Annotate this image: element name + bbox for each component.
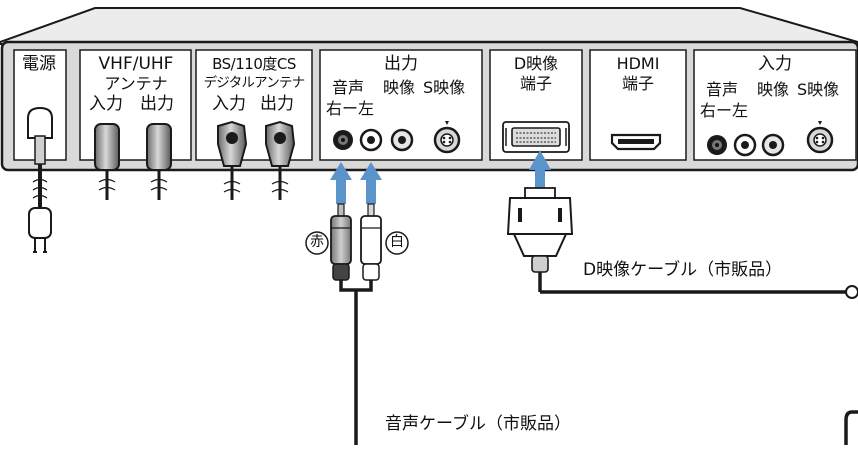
- d-video-cable-label: D映像ケーブル（市販品）: [583, 260, 783, 280]
- output-right-left-label: 右ー左: [326, 99, 375, 118]
- input-jacks: [707, 121, 834, 157]
- output-jacks: [333, 121, 461, 154]
- vhf-out-connector-icon: [146, 123, 172, 200]
- audio-in-right-jack-icon: [707, 135, 727, 155]
- bs-out-connector-icon: [265, 120, 296, 200]
- power-plug-icon: [28, 207, 52, 239]
- output-section-title: 出力: [384, 54, 418, 74]
- bs-cs-label: BS/110度CS: [212, 55, 296, 73]
- input-right-left-label: 右ー左: [700, 101, 749, 120]
- s-video-out-jack-icon: [433, 121, 461, 154]
- audio-out-left-jack-icon: [359, 128, 383, 152]
- digital-antenna-label: デジタルアンテナ: [203, 75, 306, 91]
- bs-cs-connectors: [217, 120, 296, 200]
- audio-out-right-jack-icon: [333, 130, 353, 150]
- bs-in-connector-icon: [217, 120, 248, 200]
- bs-out-label: 出力: [260, 94, 294, 114]
- vhf-uhf-connectors: [94, 123, 172, 200]
- video-in-jack-icon: [761, 133, 785, 157]
- right-edge-cable: [844, 410, 858, 445]
- rca-plug-white-icon: [360, 203, 382, 281]
- bs-in-label: 入力: [212, 94, 246, 114]
- vhf-in-connector-icon: [94, 123, 120, 200]
- d-video-terminal-label: 端子: [519, 74, 553, 93]
- power-cord: [27, 106, 53, 253]
- antenna-label: アンテナ: [104, 74, 168, 93]
- d-video-label: D映像: [513, 54, 559, 73]
- s-video-in-jack-icon: [806, 121, 834, 154]
- audio-cable: [339, 280, 373, 445]
- audio-in-left-jack-icon: [733, 133, 757, 157]
- input-s-video-label: S映像: [797, 80, 840, 99]
- circle-markers: [305, 231, 409, 255]
- hdmi-label: HDMI: [616, 54, 660, 73]
- output-s-video-label: S映像: [423, 78, 466, 97]
- d-video-plug-icon: [506, 187, 858, 299]
- arrow-up-icon: [529, 150, 551, 188]
- arrow-up-icon: [330, 162, 352, 204]
- connection-arrows: [330, 150, 551, 204]
- output-video-label: 映像: [383, 78, 416, 97]
- vhf-uhf-label: VHF/UHF: [98, 54, 174, 74]
- power-label: 電源: [22, 54, 56, 74]
- input-section-title: 入力: [758, 54, 792, 74]
- vhf-out-label: 出力: [140, 94, 174, 114]
- hdmi-terminal-label: 端子: [621, 74, 655, 93]
- vhf-in-label: 入力: [89, 94, 123, 114]
- video-out-jack-icon: [390, 128, 414, 152]
- output-audio-label: 音声: [332, 78, 365, 97]
- input-audio-label: 音声: [706, 80, 739, 99]
- input-video-label: 映像: [757, 80, 790, 99]
- rca-plug-red-icon: [330, 203, 352, 281]
- d-video-terminal-icon: [502, 121, 570, 153]
- red-marker-label: 赤: [310, 234, 324, 250]
- hdmi-terminal-icon: [610, 133, 662, 151]
- audio-cable-label: 音声ケーブル（市販品）: [385, 414, 571, 434]
- white-marker-label: 白: [390, 234, 404, 250]
- arrow-up-icon: [360, 162, 382, 204]
